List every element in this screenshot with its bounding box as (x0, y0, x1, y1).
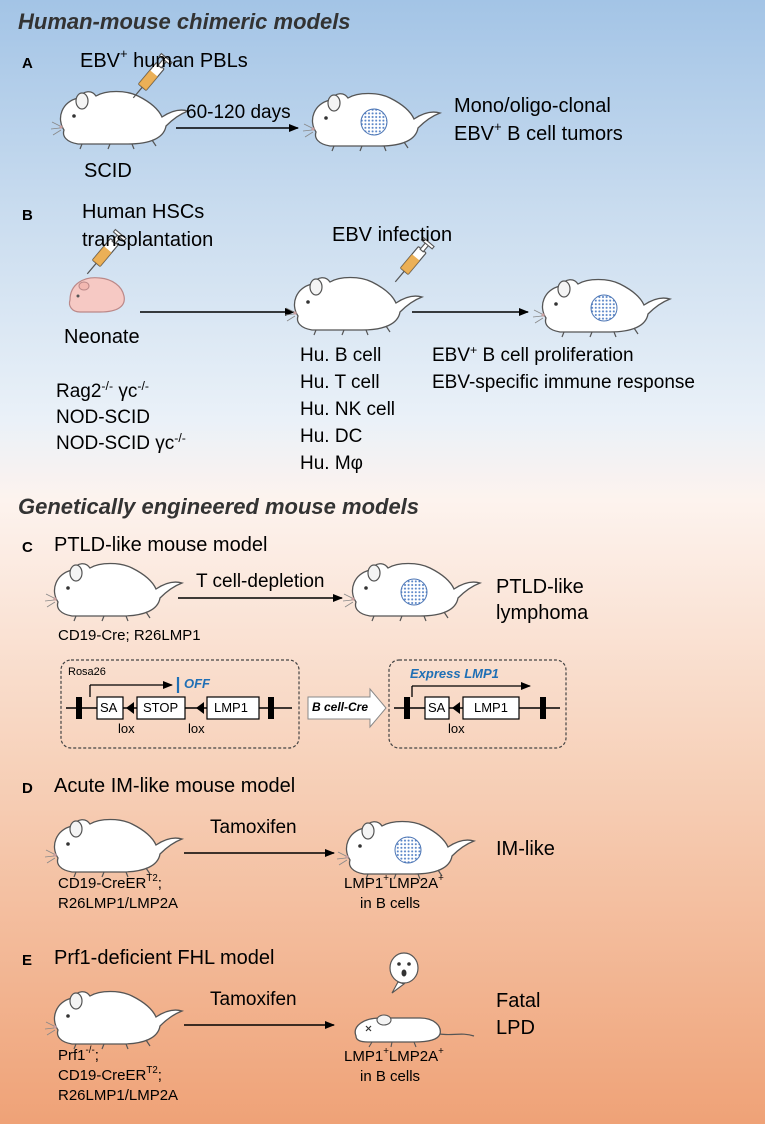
construct-off-box (60, 659, 300, 749)
panel-e-outcome-line2: LPD (496, 1017, 535, 1039)
panel-d-mouse-line2: R26LMP1/LMP2A (58, 895, 179, 912)
panel-e-mouse-line1: Prf1-/-; (58, 1045, 99, 1064)
panel-b-cell-4: Hu. DC (300, 426, 363, 447)
panel-d-result-line2: in B cells (360, 895, 421, 912)
panel-a-artwork (50, 52, 441, 152)
construct-sa-label: SA (100, 700, 118, 715)
panel-e-title: Prf1-deficient FHL model (54, 947, 275, 969)
prf1-mouse-icon (44, 990, 183, 1050)
tumor-icon (400, 578, 428, 606)
panel-b-transplant-line1: Human HSCs (82, 201, 205, 223)
construct-express-label: Express LMP1 (410, 666, 499, 681)
construct-stop-label: STOP (143, 700, 179, 715)
panel-a-letter: A (22, 55, 33, 72)
panel-b-cell-3: Hu. NK cell (300, 399, 396, 420)
panel-a-mouse-label: SCID (84, 160, 132, 182)
panel-c-arrow-label: T cell-depletion (196, 571, 325, 592)
panel-d-mouse-line1: CD19-CreERT2; (58, 873, 162, 892)
construct-lox-left: lox (118, 721, 135, 736)
panel-c-letter: C (22, 539, 33, 556)
panel-c-artwork (44, 562, 567, 749)
panel-a-arrow-label: 60-120 days (186, 102, 291, 123)
panel-d-letter: D (22, 780, 33, 797)
tumor-icon (394, 836, 422, 864)
construct-cre-label: B cell-Cre (312, 700, 369, 714)
panel-b-transplant-line2: transplantation (82, 229, 214, 251)
construct-lox-right: lox (188, 721, 205, 736)
construct-gene-label-2: LMP1 (474, 700, 508, 715)
panel-e-result-line1: LMP1+LMP2A+ (344, 1046, 444, 1065)
scid-mouse-icon (50, 90, 189, 150)
panel-b-outcome-line2: EBV-specific immune response (432, 372, 695, 393)
construct-lox-2: lox (448, 721, 465, 736)
panel-b-neonate-label: Neonate (64, 326, 140, 348)
panel-d-arrow-label: Tamoxifen (210, 817, 297, 838)
panel-b-artwork (68, 228, 671, 338)
panel-b-cell-2: Hu. T cell (300, 372, 380, 393)
panel-b-cell-1: Hu. B cell (300, 345, 382, 366)
panel-b-infection-label: EBV infection (332, 224, 453, 246)
panel-e-outcome-line1: Fatal (496, 990, 541, 1012)
cre-arrow (307, 687, 387, 729)
fallen-mouse-icon (354, 1014, 475, 1048)
panel-c-mouse-label: CD19-Cre; R26LMP1 (58, 627, 201, 644)
panel-c-outcome-line1: PTLD-like (496, 576, 584, 598)
section-heading-chimeric: Human-mouse chimeric models (18, 9, 351, 34)
panel-e-letter: E (22, 952, 33, 969)
cd19-cre-mouse-icon (44, 562, 183, 622)
panel-e-artwork (44, 952, 475, 1050)
construct-on-box (388, 659, 567, 749)
construct-locus-label: Rosa26 (68, 666, 106, 678)
panel-a-outcome-line1: Mono/oligo-clonal (454, 95, 611, 117)
humanized-mouse-icon (284, 276, 423, 336)
panel-a-outcome-line2: EBV+ B cell tumors (454, 119, 623, 145)
panel-b-outcome-line1: EBV+ B cell proliferation (432, 342, 634, 366)
tumor-icon (360, 108, 388, 136)
panel-e-result-line2: in B cells (360, 1068, 421, 1085)
cd19-creert2-mouse-icon (44, 818, 183, 878)
panel-a-injection-label: EBV+ human PBLs (80, 46, 248, 72)
section-heading-engineered: Genetically engineered mouse models (18, 494, 420, 519)
construct-sa-label-2: SA (428, 700, 446, 715)
panel-e-arrow-label: Tamoxifen (210, 989, 297, 1010)
construct-gene-label: LMP1 (214, 700, 248, 715)
panel-d-artwork (44, 818, 475, 880)
construct-off-label: OFF (184, 676, 210, 691)
panel-e-mouse-line3: R26LMP1/LMP2A (58, 1087, 179, 1104)
panel-e-mouse-line2: CD19-CreERT2; (58, 1065, 162, 1084)
panel-b-strain1: Rag2-/- γc-/- (56, 378, 150, 402)
ghost-icon (389, 952, 419, 994)
panel-d-title: Acute IM-like mouse model (54, 775, 296, 797)
panel-b-letter: B (22, 207, 33, 224)
panel-b-strain3: NOD-SCID γc-/- (56, 430, 186, 454)
tumor-icon (590, 294, 618, 322)
panel-b-cell-5: Hu. Mφ (300, 453, 363, 474)
panel-c-outcome-line2: lymphoma (496, 602, 589, 624)
panel-d-outcome: IM-like (496, 838, 555, 860)
panel-b-strain2: NOD-SCID (56, 407, 150, 428)
panel-d-result-line1: LMP1+LMP2A+ (344, 873, 444, 892)
panel-c-title: PTLD-like mouse model (54, 534, 268, 556)
